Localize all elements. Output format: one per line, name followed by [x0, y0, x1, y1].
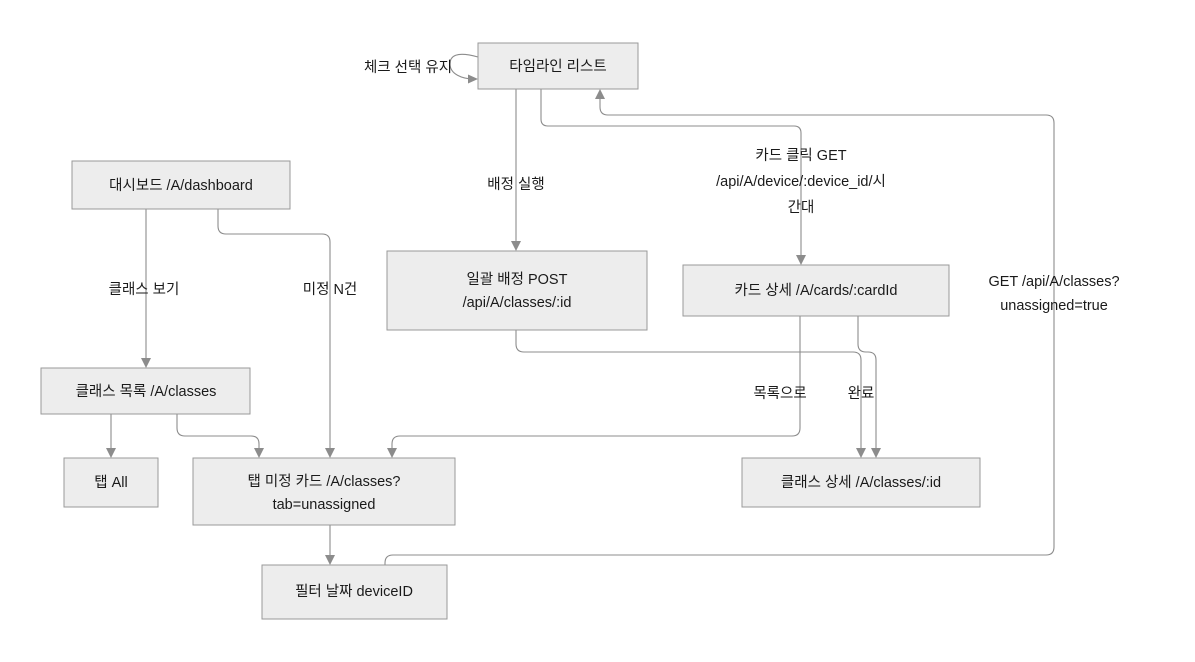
node-class-list[interactable]: 클래스 목록 /A/classes: [40, 367, 251, 415]
arrow-head: [387, 448, 397, 458]
node-label-line2: tab=unassigned: [273, 497, 376, 513]
node-box[interactable]: [386, 250, 648, 331]
node-class-detail[interactable]: 클래스 상세 /A/classes/:id: [741, 457, 981, 508]
node-box[interactable]: [63, 457, 159, 508]
edge-label-complete: 완료: [848, 385, 875, 402]
edge-label-pending-n-items: 미정 N건: [303, 281, 358, 298]
node-bulk-assign-post[interactable]: 일괄 배정 POST /api/A/classes/:id: [386, 250, 648, 331]
edge-timeline-to-card-detail: [540, 88, 806, 265]
edge-label-card-click-get-line1: 카드 클릭 GET: [755, 147, 846, 164]
edge-path: [857, 315, 877, 451]
node-box[interactable]: [40, 367, 251, 415]
edge-path: [176, 413, 260, 451]
arrow-head: [856, 448, 866, 458]
node-box[interactable]: [192, 457, 456, 526]
arrow-head: [325, 448, 335, 458]
edge-label-card-click-get-line3: 간대: [788, 199, 815, 216]
edge-label-get-unassigned-line1: GET /api/A/classes?: [988, 274, 1119, 290]
node-box[interactable]: [741, 457, 981, 508]
edge-label-to-list: 목록으로: [753, 386, 806, 402]
node-label-line1: 탭 미정 카드 /A/classes?: [248, 473, 401, 490]
arrow-head: [106, 448, 116, 458]
node-box[interactable]: [71, 160, 291, 210]
node-box[interactable]: [477, 42, 639, 90]
arrow-head: [141, 358, 151, 368]
node-label: 타임라인 리스트: [509, 58, 606, 75]
edge-timeline-to-bulk-assign: [511, 88, 521, 251]
node-label: 클래스 목록 /A/classes: [76, 383, 217, 400]
edge-label-view-classes: 클래스 보기: [109, 281, 180, 298]
edge-path: [217, 208, 331, 451]
edge-card-detail-to-class-detail: [857, 315, 881, 458]
edge-path: [384, 96, 1055, 566]
node-card-detail[interactable]: 카드 상세 /A/cards/:cardId: [682, 264, 950, 317]
arrow-head: [796, 255, 806, 265]
node-tab-unassigned[interactable]: 탭 미정 카드 /A/classes? tab=unassigned: [192, 457, 456, 526]
node-label: 대시보드 /A/dashboard: [109, 177, 253, 194]
edge-label-keep-check-selection: 체크 선택 유지: [364, 59, 452, 76]
node-label: 필터 날짜 deviceID: [295, 583, 413, 600]
node-label: 탭 All: [94, 474, 127, 491]
edge-timeline-self-loop: [449, 53, 479, 84]
node-filter-date-deviceid[interactable]: 필터 날짜 deviceID: [261, 564, 448, 620]
edge-filter-to-timeline: [384, 89, 1055, 566]
edge-path: [540, 88, 802, 258]
edge-class-list-to-tab-unassigned: [176, 413, 264, 458]
node-label-line1: 일괄 배정 POST: [467, 271, 568, 288]
edge-card-detail-to-tab-unassigned: [387, 315, 801, 458]
edge-class-list-to-tab-all: [106, 413, 116, 458]
node-dashboard[interactable]: 대시보드 /A/dashboard: [71, 160, 291, 210]
edge-tab-unassigned-to-filter: [325, 524, 335, 565]
edge-path: [515, 329, 862, 451]
node-label: 카드 상세 /A/cards/:cardId: [735, 282, 898, 299]
edge-label-get-unassigned-line2: unassigned=true: [1000, 298, 1108, 314]
edge-bulk-assign-to-class-detail: [515, 329, 866, 458]
node-box[interactable]: [261, 564, 448, 620]
edge-path: [449, 53, 479, 80]
edge-dashboard-to-class-list: [141, 208, 151, 368]
node-tab-all[interactable]: 탭 All: [63, 457, 159, 508]
node-label-line2: /api/A/classes/:id: [463, 295, 572, 311]
arrow-head: [468, 74, 478, 84]
edge-label-card-click-get-line2: /api/A/device/:device_id/시: [716, 174, 886, 190]
edge-dashboard-to-tab-unassigned: [217, 208, 335, 458]
node-box[interactable]: [682, 264, 950, 317]
edge-path: [391, 315, 801, 451]
node-timeline-list[interactable]: 타임라인 리스트: [477, 42, 639, 90]
arrow-head: [325, 555, 335, 565]
arrow-head: [595, 89, 605, 99]
arrow-head: [254, 448, 264, 458]
arrow-head: [511, 241, 521, 251]
node-label: 클래스 상세 /A/classes/:id: [781, 474, 941, 491]
arrow-head: [871, 448, 881, 458]
edge-label-run-assignment: 배정 실행: [487, 176, 544, 193]
